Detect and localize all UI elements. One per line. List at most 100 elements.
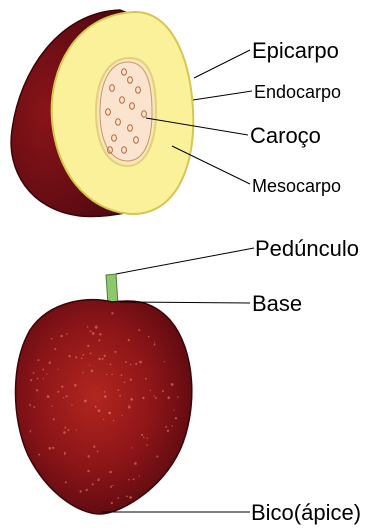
label-tip: Bico(ápice) [251,500,361,525]
skin-speck [130,379,132,381]
skin-speck [86,489,88,491]
skin-speck [117,497,119,499]
skin-speck [66,395,68,397]
skin-speck [38,454,40,456]
skin-speck [113,420,114,421]
skin-speck [98,358,100,360]
skin-speck [130,398,133,401]
stalk-leader [116,248,254,274]
skin-speck [175,417,177,419]
skin-speck [167,430,169,432]
skin-speck [92,483,94,485]
skin-speck [92,332,95,335]
skin-speck [154,342,155,343]
skin-speck [95,325,98,328]
skin-speck [75,356,77,358]
skin-speck [112,485,113,486]
skin-speck [42,369,44,371]
skin-speck [63,397,64,398]
skin-speck [164,361,165,362]
skin-speck [135,363,137,365]
skin-speck [172,425,173,426]
skin-speck [90,330,92,332]
skin-speck [155,397,157,399]
label-epicarp: Epicarpo [252,38,339,63]
skin-speck [129,496,132,499]
skin-speck [80,490,82,492]
skin-speck [81,358,83,360]
skin-speck [141,434,143,436]
skin-speck [103,419,104,420]
skin-speck [76,429,77,430]
label-mesocarp: Mesocarpo [252,176,341,196]
skin-speck [57,391,59,393]
skin-speck [109,412,112,415]
skin-speck [106,374,107,375]
skin-speck [173,410,174,411]
skin-speck [67,429,69,431]
skin-speck [57,369,58,370]
epicarp-leader [194,50,250,78]
whole-fruit [16,274,192,514]
skin-speck [177,396,179,398]
skin-speck [126,495,128,497]
skin-speck [154,395,155,396]
skin-speck [46,373,47,374]
skin-speck [111,312,113,314]
skin-speck [49,361,51,363]
skin-speck [111,502,113,504]
skin-speck [90,353,92,355]
skin-speck [64,427,66,429]
skin-speck [99,333,101,335]
skin-speck [162,390,164,392]
skin-speck [74,384,77,387]
skin-speck [149,491,151,493]
label-endocarp: Endocarpo [254,82,341,102]
skin-speck [65,481,67,483]
skin-speck [33,406,35,408]
skin-speck [87,455,89,457]
skin-speck [139,475,140,476]
skin-speck [142,397,144,399]
skin-speck [171,383,174,386]
skin-speck [118,389,120,391]
skin-speck [36,389,38,391]
skin-speck [130,364,131,365]
skin-speck [60,335,62,337]
skin-speck [154,344,156,346]
skin-speck [147,438,148,439]
skin-speck [52,447,54,449]
skin-speck [145,378,147,380]
skin-speck [51,406,52,407]
skin-speck [125,361,127,363]
skin-speck [119,395,121,397]
skin-speck [64,452,66,454]
skin-speck [30,430,31,431]
skin-speck [150,390,151,391]
skin-speck [95,406,97,408]
skin-speck [156,455,158,457]
skin-speck [87,470,89,472]
skin-speck [30,379,32,381]
skin-speck [29,404,31,406]
skin-speck [98,478,99,479]
skin-speck [93,445,95,447]
fruit-body [16,300,192,514]
skin-speck [48,447,51,450]
skin-speck [128,405,129,406]
skin-speck [104,355,106,357]
skin-speck [110,486,112,488]
skin-speck [124,381,126,383]
skin-speck [138,329,140,331]
endocarp-leader [193,91,252,100]
skin-speck [63,431,66,434]
pit [100,62,152,161]
skin-speck [133,478,135,480]
label-base: Base [252,291,302,316]
skin-speck [114,351,116,353]
skin-speck [82,354,84,356]
sliced-fruit [11,10,193,217]
skin-speck [47,395,50,398]
skin-speck [97,451,99,453]
